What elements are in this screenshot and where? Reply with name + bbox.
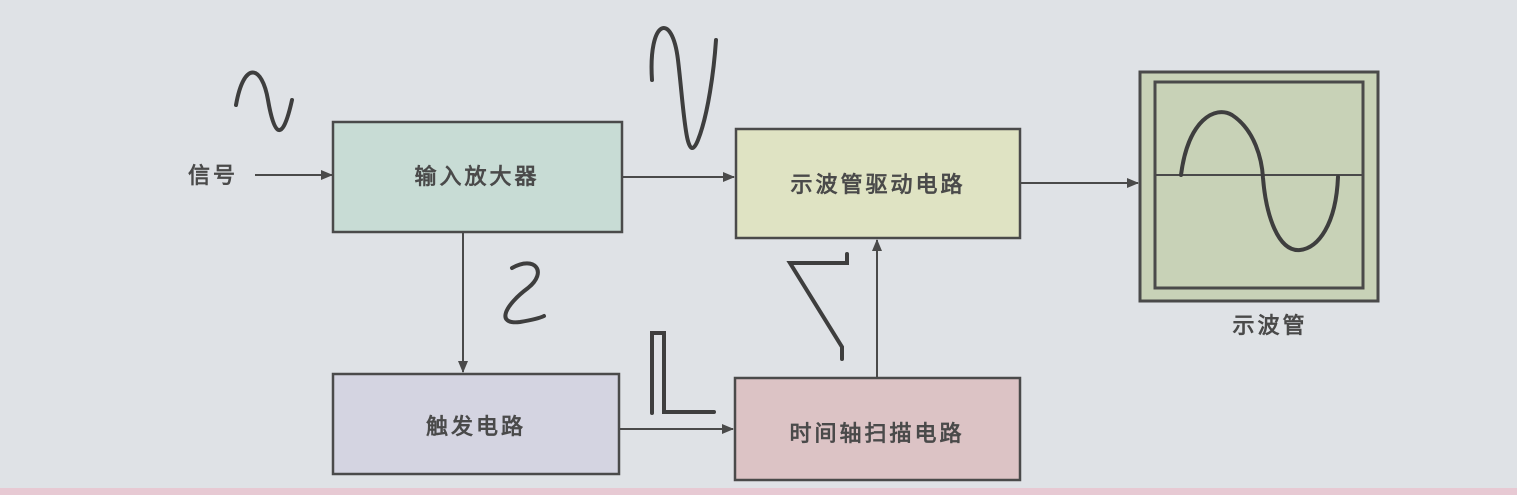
trigger-block: 触发电路 [331, 372, 621, 476]
trigger-input-waveform [503, 261, 546, 325]
bottom-edge [0, 488, 1517, 495]
amplified-sine-waveform [649, 26, 718, 150]
input-sine-waveform [234, 70, 294, 132]
crt-driver-block: 示波管驱动电路 [734, 127, 1022, 240]
signal-label: 信号 [188, 163, 238, 189]
trigger-pulse-waveform [650, 331, 716, 415]
trigger-label: 触发电路 [426, 414, 526, 440]
input-amplifier-block: 输入放大器 [331, 120, 624, 234]
crt-screen [1138, 70, 1380, 303]
sawtooth-waveform [786, 252, 849, 361]
crt-label: 示波管 [1232, 313, 1307, 339]
time-base-label: 时间轴扫描电路 [789, 421, 964, 447]
displayed-sine-waveform [1179, 110, 1340, 252]
crt-driver-label: 示波管驱动电路 [790, 172, 965, 198]
input-amplifier-label: 输入放大器 [414, 164, 539, 190]
time-base-block: 时间轴扫描电路 [733, 376, 1022, 482]
